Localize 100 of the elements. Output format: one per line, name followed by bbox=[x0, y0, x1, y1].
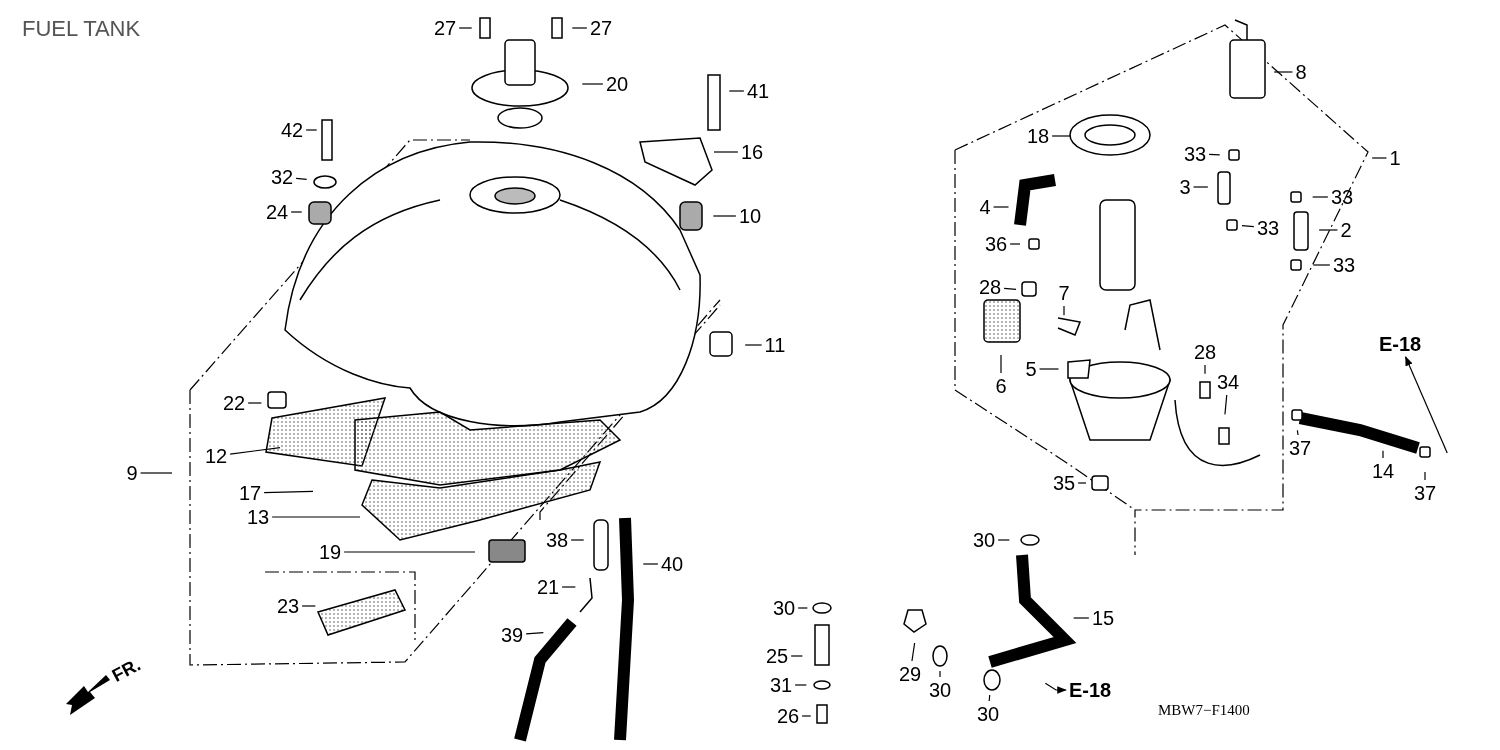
callout-number: 17 bbox=[238, 482, 262, 504]
callout-number: 39 bbox=[500, 624, 524, 646]
callout-number: 4 bbox=[979, 196, 991, 218]
leader-line bbox=[992, 206, 1010, 208]
leader-line bbox=[1424, 471, 1426, 481]
leader-line bbox=[263, 490, 314, 494]
leader-line bbox=[229, 446, 281, 455]
leader-line bbox=[1371, 157, 1388, 159]
callout-number: 21 bbox=[536, 576, 560, 598]
leader-line bbox=[1192, 186, 1209, 188]
callout-number: 14 bbox=[1371, 460, 1395, 482]
callout-number: 1 bbox=[1389, 147, 1401, 169]
leader-line bbox=[1224, 394, 1228, 415]
callout-number: 37 bbox=[1413, 482, 1437, 504]
leader-line bbox=[728, 90, 745, 92]
callout-number: 42 bbox=[280, 119, 304, 141]
leader-line bbox=[1204, 364, 1206, 375]
leader-line bbox=[1318, 229, 1339, 231]
callout-number: 8 bbox=[1295, 61, 1307, 83]
callout-number: 32 bbox=[270, 166, 294, 188]
leader-line bbox=[570, 539, 585, 541]
callout-number: 31 bbox=[769, 674, 793, 696]
callout-number: 41 bbox=[746, 80, 770, 102]
diagram-title: FUEL TANK bbox=[22, 16, 141, 42]
callout-number: 40 bbox=[660, 553, 684, 575]
leader-line bbox=[1296, 429, 1299, 436]
leader-line bbox=[1312, 264, 1331, 266]
leader-line bbox=[1063, 305, 1065, 316]
callout-number: 23 bbox=[276, 595, 300, 617]
leader-line bbox=[1000, 354, 1002, 374]
leader-line bbox=[1073, 617, 1090, 619]
leader-line bbox=[290, 211, 303, 213]
callout-number: 12 bbox=[204, 445, 228, 467]
reference-label: E-18 bbox=[1378, 333, 1422, 355]
reference-label: E-18 bbox=[1068, 679, 1112, 701]
leader-line bbox=[301, 605, 316, 607]
callout-number: 35 bbox=[1052, 472, 1076, 494]
leader-line bbox=[744, 344, 763, 346]
callout-number: 9 bbox=[126, 462, 138, 484]
callout-number: 37 bbox=[1288, 437, 1312, 459]
callout-number: 3 bbox=[1179, 176, 1191, 198]
leader-line bbox=[571, 27, 588, 29]
leader-line bbox=[790, 655, 803, 657]
leader-line bbox=[801, 715, 812, 717]
leader-line bbox=[1077, 482, 1087, 484]
leader-line bbox=[1009, 243, 1021, 245]
callout-number: 18 bbox=[1026, 125, 1050, 147]
leader-line bbox=[997, 539, 1010, 541]
leader-line bbox=[712, 215, 737, 217]
callout-number: 29 bbox=[898, 663, 922, 685]
leader-line bbox=[797, 607, 808, 609]
callout-number: 28 bbox=[1193, 341, 1217, 363]
callout-number: 15 bbox=[1091, 607, 1115, 629]
callout-number: 25 bbox=[765, 645, 789, 667]
callout-number: 2 bbox=[1340, 219, 1352, 241]
leader-line bbox=[642, 563, 659, 565]
callout-number: 27 bbox=[589, 17, 613, 39]
callout-number: 30 bbox=[928, 679, 952, 701]
leader-line bbox=[295, 177, 308, 181]
leader-line bbox=[343, 551, 476, 553]
leader-line bbox=[1382, 450, 1384, 459]
leader-line bbox=[561, 586, 576, 588]
leader-line bbox=[1273, 71, 1294, 73]
leader-line bbox=[988, 694, 991, 702]
callout-number: 22 bbox=[222, 392, 246, 414]
callout-number: 30 bbox=[772, 597, 796, 619]
leader-line bbox=[271, 516, 361, 518]
leader-line bbox=[911, 642, 916, 662]
leader-line bbox=[939, 670, 941, 678]
leader-line bbox=[458, 27, 473, 29]
callout-number: 33 bbox=[1332, 254, 1356, 276]
callout-number: 33 bbox=[1256, 217, 1280, 239]
callout-number: 33 bbox=[1330, 186, 1354, 208]
callout-number: 36 bbox=[984, 233, 1008, 255]
arrow bbox=[1044, 682, 1067, 694]
callout-number: 16 bbox=[740, 141, 764, 163]
leader-line bbox=[1208, 153, 1221, 156]
leader-line bbox=[581, 83, 604, 85]
leader-line bbox=[1038, 368, 1060, 370]
drawing-code: MBW7−F1400 bbox=[1158, 702, 1250, 719]
callout-number: 33 bbox=[1183, 143, 1207, 165]
leader-line bbox=[794, 684, 807, 686]
leader-line bbox=[525, 632, 544, 635]
callout-number: 6 bbox=[995, 375, 1007, 397]
callout-number: 11 bbox=[764, 334, 786, 356]
callout-number: 26 bbox=[776, 705, 800, 727]
callout-number: 20 bbox=[605, 73, 629, 95]
callout-number: 30 bbox=[976, 703, 1000, 725]
leader-line bbox=[247, 402, 262, 404]
callout-number: 10 bbox=[738, 205, 762, 227]
leader-line bbox=[1051, 135, 1072, 137]
callout-number: 30 bbox=[972, 529, 996, 551]
callout-number: 24 bbox=[265, 201, 289, 223]
callout-number: 27 bbox=[433, 17, 457, 39]
leader-line bbox=[139, 472, 173, 474]
callout-number: 38 bbox=[545, 529, 569, 551]
callout-number: 19 bbox=[318, 541, 342, 563]
callout-number: 7 bbox=[1058, 282, 1070, 304]
callout-number: 13 bbox=[246, 506, 270, 528]
callout-number: 28 bbox=[978, 276, 1002, 298]
